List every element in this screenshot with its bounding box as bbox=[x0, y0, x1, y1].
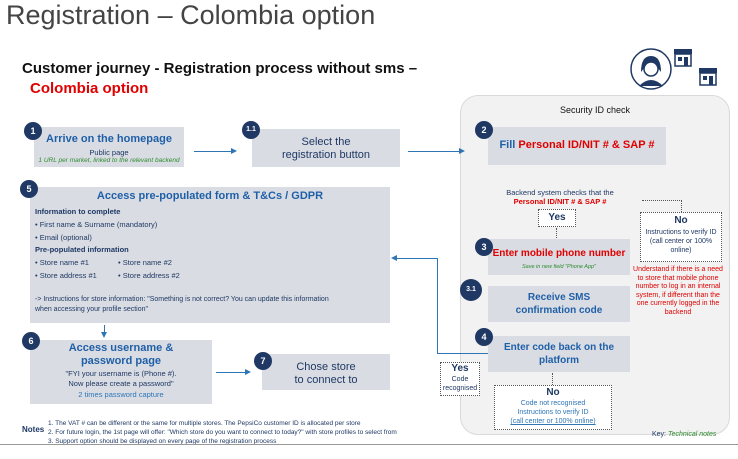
step-5-title: Access pre-populated form & T&Cs / GDPR bbox=[96, 190, 324, 202]
step-7-title-2: to connect to bbox=[294, 374, 358, 386]
arrow-4-to-5-horizontal bbox=[437, 353, 488, 354]
key-value: Technical notes bbox=[667, 431, 717, 438]
step-5-prepop-item: • Store name #2 bbox=[118, 258, 172, 267]
code-yes-line2: recognised bbox=[442, 385, 478, 392]
step-7-badge: 7 bbox=[254, 352, 272, 370]
step-6-badge: 6 bbox=[22, 332, 40, 350]
step-1-box bbox=[34, 127, 184, 167]
step-6-line1: "FYI your username is (Phone #). bbox=[65, 369, 177, 378]
code-no-line1: Code not recognised bbox=[520, 400, 586, 407]
no-box bbox=[640, 212, 722, 262]
step-1-badge: 1 bbox=[24, 122, 42, 140]
yes-label: Yes bbox=[548, 212, 566, 223]
arrow-head bbox=[459, 148, 465, 154]
connector-to-no bbox=[642, 200, 682, 201]
step-6-title-1: Access username & bbox=[68, 342, 174, 354]
step-1-note: 1 URL per market, linked to the relevant… bbox=[38, 157, 180, 164]
backend-check-line2: Personal ID/NIT # & SAP # bbox=[513, 197, 607, 206]
code-no-label: No bbox=[546, 387, 560, 398]
option-subtitle: Colombia option bbox=[30, 80, 149, 97]
arrow-4-to-5-top bbox=[397, 258, 438, 259]
store-icon bbox=[672, 46, 694, 68]
step-1-1-title-2: registration button bbox=[281, 149, 371, 161]
step-5-badge: 5 bbox=[20, 180, 38, 198]
code-no-box bbox=[494, 385, 612, 430]
step-1-1-badge: 1.1 bbox=[242, 121, 260, 139]
step-2-box bbox=[488, 127, 666, 165]
step-5-box bbox=[30, 187, 390, 323]
backend-check-line1: Backend system checks that the bbox=[506, 188, 614, 197]
code-yes-line1: Code bbox=[451, 376, 469, 383]
step-2-title: Fill Personal ID/NIT # & SAP # bbox=[488, 139, 666, 151]
step-3-note: Save in new field "Phone App" bbox=[521, 264, 597, 270]
journey-subtitle: Customer journey - Registration process … bbox=[22, 60, 418, 77]
step-5-prepop-item: • Store address #1 bbox=[35, 271, 97, 280]
notes-list: 1. The VAT # can be different or the sam… bbox=[48, 419, 397, 446]
code-no-line3: (call center or 100% online) bbox=[510, 418, 596, 425]
step-6-title-2: password page bbox=[80, 355, 162, 367]
step-5-info-heading: Information to complete bbox=[35, 207, 121, 216]
step-1-title: Arrive on the homepage bbox=[46, 133, 172, 145]
yes-connector bbox=[556, 228, 557, 242]
note-item: 2. For future login, the 1st page will o… bbox=[48, 429, 397, 436]
code-yes-label: Yes bbox=[451, 363, 469, 374]
step-4-title-1: Enter code back on the bbox=[503, 342, 615, 353]
key-legend: Key: Technical notes bbox=[652, 431, 716, 438]
step-1-1-box bbox=[252, 129, 400, 167]
step-6-line2: Now please create a password" bbox=[68, 379, 174, 388]
step-6-box bbox=[30, 340, 212, 404]
step-2-title-red: Personal ID/NIT # & SAP # bbox=[518, 139, 655, 151]
step-5-instructions-2: when accessing your profile section" bbox=[35, 306, 148, 313]
code-yes-box bbox=[440, 362, 480, 396]
step-1-1-title-1: Select the bbox=[301, 136, 351, 148]
code-no-line2: Instructions to verify ID bbox=[517, 409, 589, 416]
security-id-title: Security ID check bbox=[559, 105, 631, 115]
arrow-head bbox=[245, 369, 251, 375]
step-7-title-1: Chose store bbox=[296, 361, 356, 373]
step-3-1-title-1: Receive SMS bbox=[527, 292, 591, 303]
step-3-1-badge: 3.1 bbox=[460, 279, 482, 301]
step-2-title-prefix: Fill bbox=[499, 139, 519, 151]
arrow-1-1-to-2 bbox=[408, 151, 460, 152]
arrow-4-to-5-vertical bbox=[437, 258, 438, 354]
notes-label: Notes bbox=[22, 425, 45, 434]
step-5-info-item: • Email (optional) bbox=[35, 233, 92, 242]
step-7-box bbox=[262, 354, 390, 390]
page-title: Registration – Colombia option bbox=[6, 0, 376, 30]
arrow-5-to-6 bbox=[104, 325, 105, 333]
understand-note: Understand if there is a need to store t… bbox=[633, 266, 723, 316]
arrow-head bbox=[391, 255, 397, 261]
arrow-head bbox=[101, 332, 107, 338]
step-5-prepop-heading: Pre-populated information bbox=[35, 245, 129, 254]
step-3-badge: 3 bbox=[475, 238, 493, 256]
person-avatar-icon bbox=[630, 48, 672, 90]
step-1-sub: Public page bbox=[89, 148, 129, 157]
step-2-badge: 2 bbox=[475, 121, 493, 139]
no-label: No bbox=[674, 215, 688, 226]
connector-to-no-down bbox=[681, 200, 682, 212]
step-4-badge: 4 bbox=[475, 328, 493, 346]
key-label: Key: bbox=[652, 431, 668, 438]
step-4-box bbox=[488, 336, 630, 372]
yes-box bbox=[538, 209, 576, 227]
arrow-1-to-1-1 bbox=[194, 151, 232, 152]
step-5-prepop-item: • Store name #1 bbox=[35, 258, 89, 267]
step-3-title: Enter mobile phone number bbox=[492, 248, 626, 259]
step-6-line3: 2 times password capture bbox=[78, 390, 164, 399]
code-no-connector bbox=[552, 373, 553, 385]
step-3-1-box bbox=[488, 286, 630, 322]
bottom-divider bbox=[0, 444, 738, 445]
step-4-title-2: platform bbox=[539, 355, 579, 366]
step-5-instructions-1: -> Instructions for store information: "… bbox=[35, 296, 329, 303]
step-5-prepop-item: • Store address #2 bbox=[118, 271, 180, 280]
step-3-box bbox=[488, 239, 630, 275]
store-icon bbox=[697, 65, 719, 87]
note-item: 3. Support option should be displayed on… bbox=[48, 438, 277, 445]
step-5-info-item: • First name & Surname (mandatory) bbox=[35, 220, 158, 229]
arrow-head bbox=[231, 148, 237, 154]
no-description: Instructions to verify ID (call center o… bbox=[645, 229, 717, 254]
step-3-1-title-2: confirmation code bbox=[515, 305, 603, 316]
note-item: 1. The VAT # can be different or the sam… bbox=[48, 420, 361, 427]
arrow-6-to-7 bbox=[216, 372, 246, 373]
